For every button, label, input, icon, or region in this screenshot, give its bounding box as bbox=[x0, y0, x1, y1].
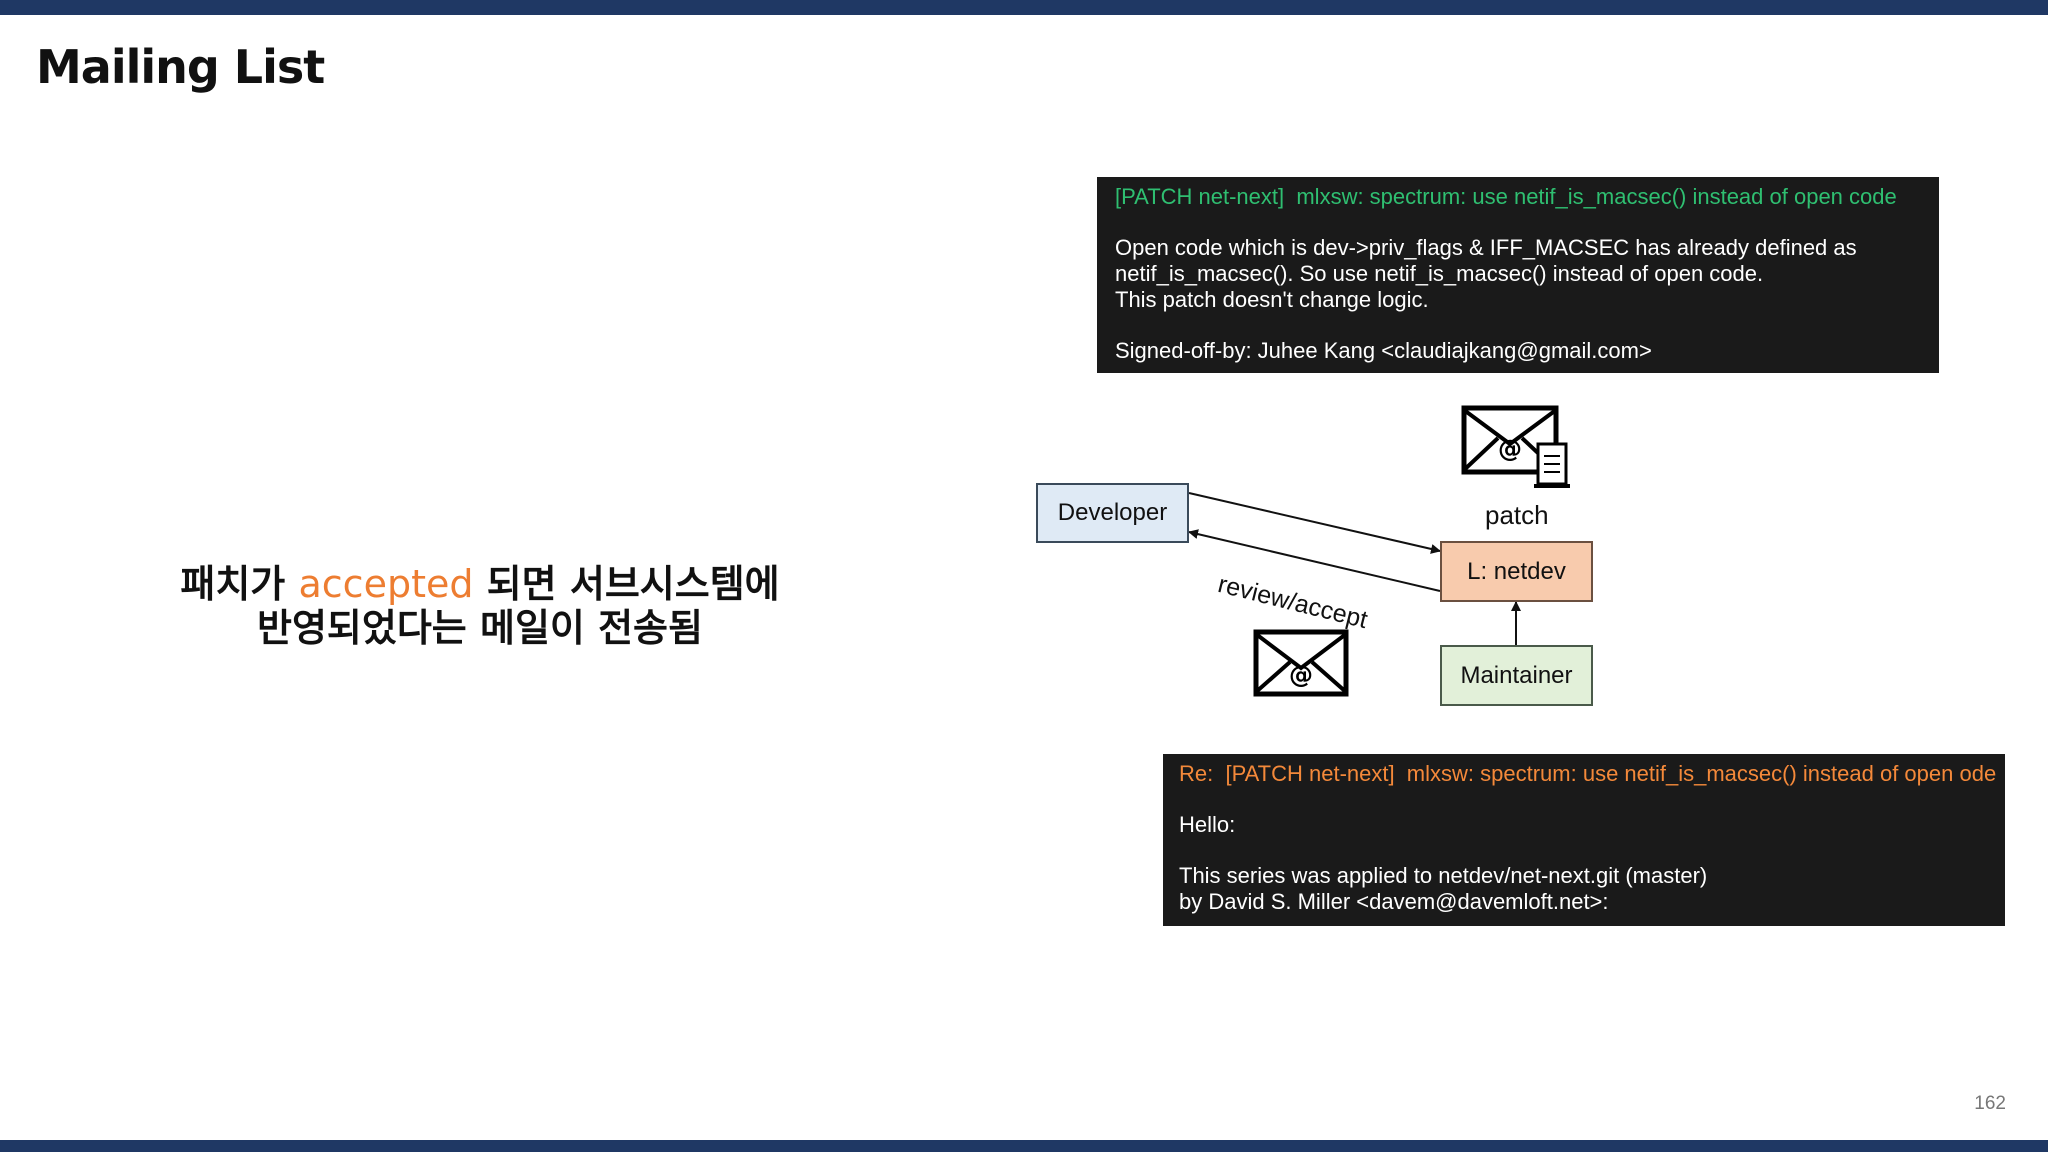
arrow-list-to-developer bbox=[1188, 529, 1441, 592]
patch-mail-panel: [PATCH net-next] mlxsw: spectrum: use ne… bbox=[1097, 177, 1939, 373]
svg-text:@: @ bbox=[1289, 661, 1313, 689]
patch-mail-body-line: Open code which is dev->priv_flags & IFF… bbox=[1115, 235, 1857, 260]
reply-mail-body-line: by David S. Miller <davem@davemloft.net>… bbox=[1179, 889, 1609, 914]
reply-mail-subject: Re: [PATCH net-next] mlxsw: spectrum: us… bbox=[1179, 761, 1997, 786]
patch-mail-signoff: Signed-off-by: Juhee Kang <claudiajkang@… bbox=[1115, 338, 1652, 363]
maintainer-node: Maintainer bbox=[1440, 645, 1593, 706]
slide-title: Mailing List bbox=[36, 40, 325, 94]
svg-text:@: @ bbox=[1498, 435, 1522, 463]
slide-caption: 패치가 accepted 되면 서브시스템에 반영되었다는 메일이 전송됨 bbox=[150, 562, 810, 650]
reply-mail-body-line: This series was applied to netdev/net-ne… bbox=[1179, 863, 1708, 888]
mail-patch-icon: @ bbox=[1461, 405, 1570, 488]
caption-text-1: 패치가 bbox=[180, 562, 299, 606]
reply-mail-panel: Re: [PATCH net-next] mlxsw: spectrum: us… bbox=[1163, 754, 2005, 926]
developer-node: Developer bbox=[1036, 483, 1189, 543]
caption-text-2: 되면 서브시스템에 bbox=[473, 562, 780, 606]
mailing-list-node: L: netdev bbox=[1440, 541, 1593, 602]
caption-line-2: 반영되었다는 메일이 전송됨 bbox=[257, 606, 703, 650]
patch-label: patch bbox=[1485, 500, 1549, 530]
page-number: 162 bbox=[1974, 1093, 2006, 1114]
caption-line-1: 패치가 accepted 되면 서브시스템에 bbox=[150, 562, 810, 606]
patch-mail-body-line: netif_is_macsec(). So use netif_is_macse… bbox=[1115, 261, 1764, 286]
mail-icon: @ bbox=[1253, 629, 1349, 697]
patch-mail-body-line: This patch doesn't change logic. bbox=[1115, 287, 1429, 312]
patch-mail-subject: [PATCH net-next] mlxsw: spectrum: use ne… bbox=[1115, 184, 1897, 209]
caption-accent: accepted bbox=[298, 562, 474, 606]
arrow-developer-to-list bbox=[1188, 492, 1441, 554]
header-bar bbox=[0, 0, 2048, 15]
footer-bar bbox=[0, 1140, 2048, 1152]
reply-mail-greeting: Hello: bbox=[1179, 812, 1236, 837]
